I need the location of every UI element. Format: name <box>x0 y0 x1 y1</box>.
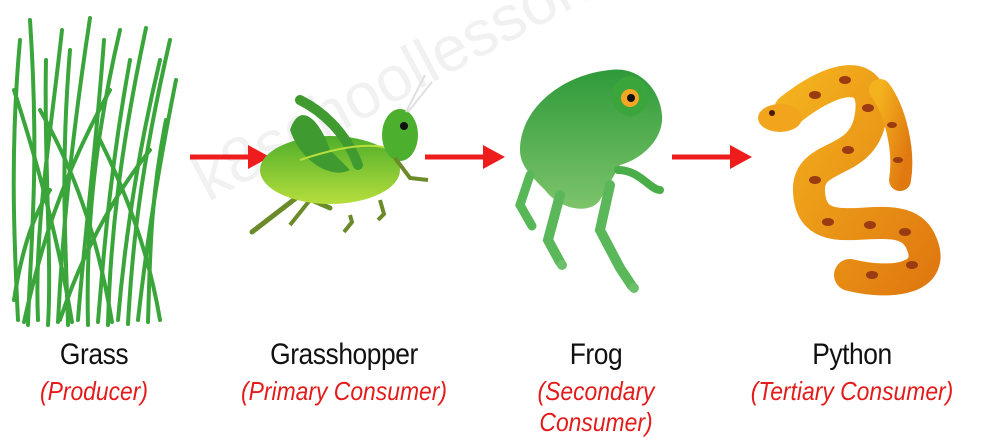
arrow-3 <box>672 145 752 169</box>
arrow-2 <box>425 145 505 169</box>
organism-name: Frog <box>482 338 711 372</box>
trophic-role: (Secondary Consumer) <box>482 376 711 438</box>
label-python: Python (Tertiary Consumer) <box>722 338 982 407</box>
grass-icon <box>14 18 176 325</box>
organism-name: Python <box>738 338 967 372</box>
label-grasshopper: Grasshopper (Primary Consumer) <box>214 338 474 407</box>
frog-icon <box>520 70 662 293</box>
trophic-role: (Producer) <box>0 376 208 407</box>
label-grass: Grass (Producer) <box>0 338 224 407</box>
organism-name: Grass <box>0 338 208 372</box>
food-chain-diagram: k8schoollesson.com <box>0 0 984 428</box>
trophic-role: (Tertiary Consumer) <box>738 376 967 407</box>
python-icon <box>758 76 925 279</box>
organism-name: Grasshopper <box>230 338 459 372</box>
arrow-1 <box>190 145 270 169</box>
trophic-role: (Primary Consumer) <box>230 376 459 407</box>
label-frog: Frog (Secondary Consumer) <box>466 338 726 438</box>
grasshopper-icon <box>252 75 432 232</box>
